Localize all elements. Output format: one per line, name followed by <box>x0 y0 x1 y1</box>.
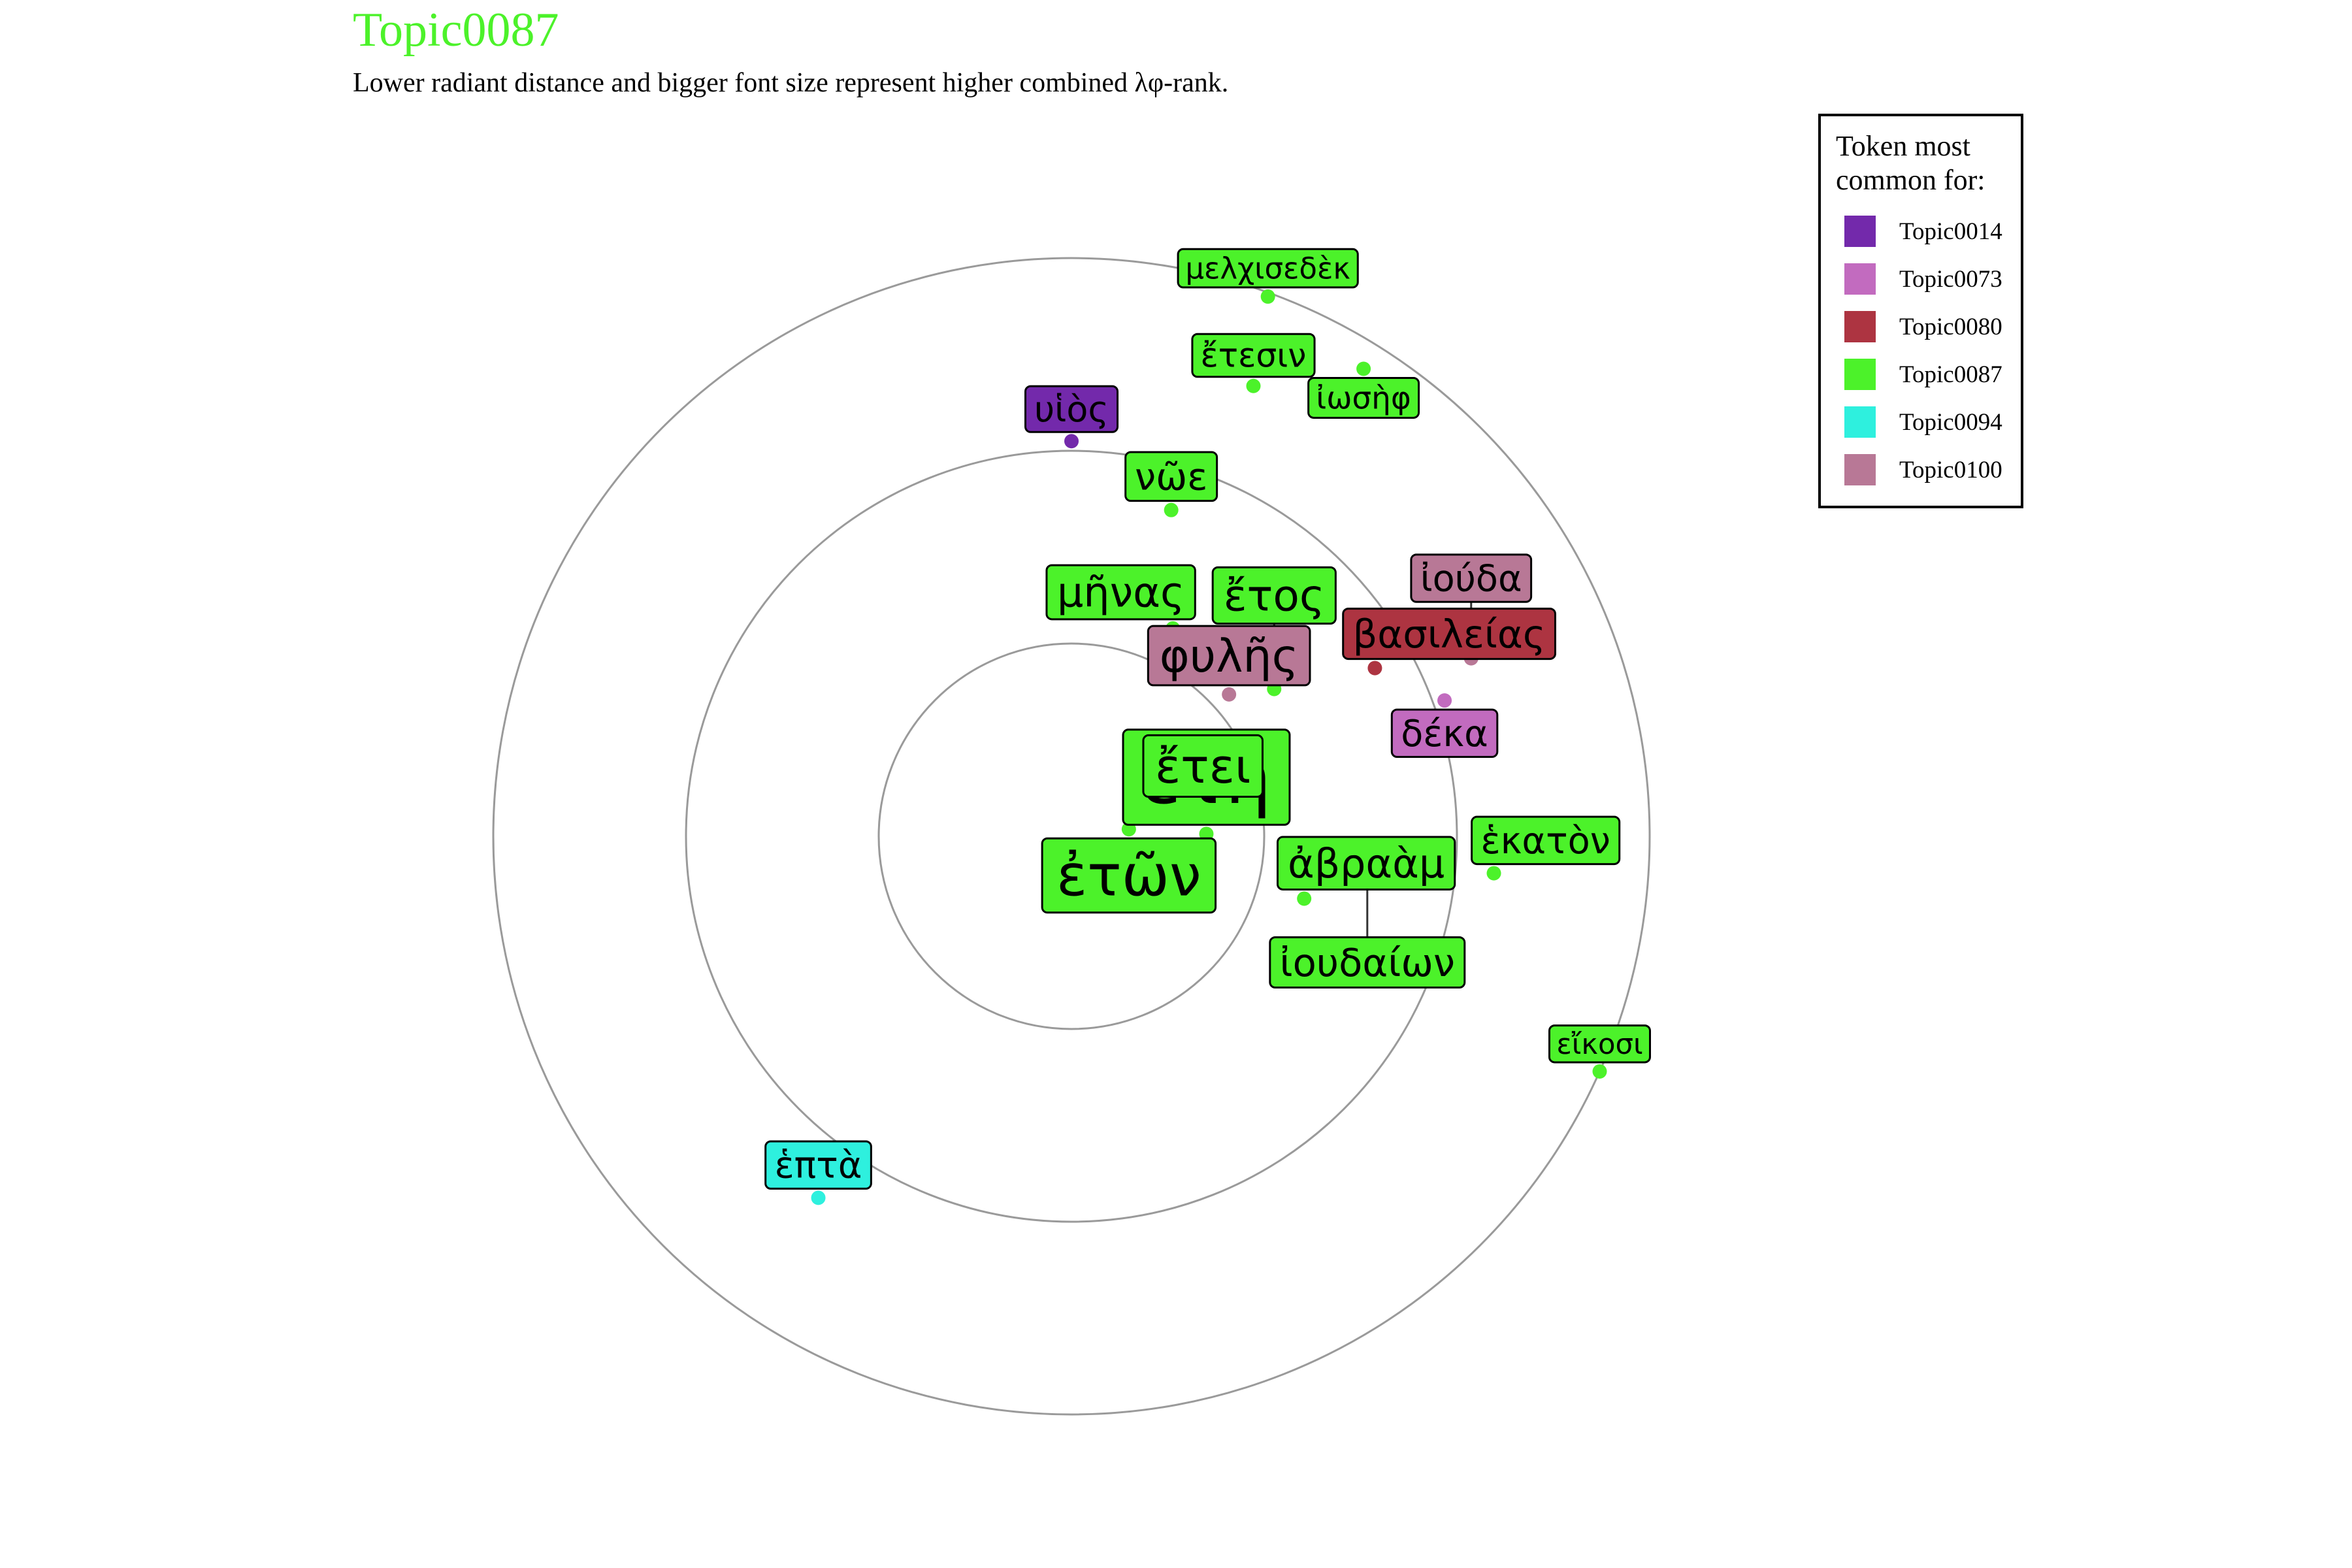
legend-label-topic0080: Topic0080 <box>1899 314 2002 340</box>
legend-title-line-2: common for: <box>1836 164 1985 196</box>
point-11 <box>1437 693 1452 708</box>
chart-title: Topic0087 <box>353 3 559 57</box>
legend-label-topic0100: Topic0100 <box>1899 457 2002 483</box>
token-label-9: βασιλείας <box>1353 612 1546 657</box>
point-19 <box>1592 1064 1607 1079</box>
chart-subtitle: Lower radiant distance and bigger font s… <box>353 68 1228 98</box>
token-label-box-4 <box>1147 625 1311 687</box>
token-label-box-10 <box>1124 451 1218 502</box>
point-14 <box>811 1190 826 1205</box>
token-label-19: εἴκοσι <box>1556 1028 1642 1061</box>
legend-swatch-topic0073 <box>1844 263 1876 295</box>
token-label-box-5 <box>1211 566 1337 625</box>
token-label-box-19 <box>1548 1024 1651 1064</box>
token-label-box-13 <box>1410 553 1533 603</box>
token-label-box-16 <box>1191 333 1316 378</box>
token-label-18: μελχισεδὲκ <box>1185 251 1350 286</box>
point-16 <box>1246 378 1261 393</box>
token-label-14: ἑπτὰ <box>775 1145 862 1187</box>
token-label-16: ἔτεσιν <box>1201 336 1307 375</box>
token-label-box-2 <box>1041 837 1217 914</box>
legend-title-line-1: Token most <box>1836 130 1970 162</box>
token-label-box-12 <box>1471 815 1621 866</box>
token-label-6: μῆνας <box>1057 568 1185 617</box>
token-label-4: φυλῆς <box>1160 630 1299 683</box>
token-label-10: νῶε <box>1135 455 1207 498</box>
legend-swatch-topic0100 <box>1844 454 1876 485</box>
radial-ring-3 <box>492 257 1651 1416</box>
token-label-box-15 <box>1024 385 1119 433</box>
legend-label-topic0014: Topic0014 <box>1899 218 2002 245</box>
token-label-3: ἔτει <box>1155 740 1250 794</box>
legend-label-topic0094: Topic0094 <box>1899 409 2002 436</box>
point-4 <box>1222 687 1237 702</box>
token-label-8: ἰουδαίων <box>1280 940 1455 985</box>
token-label-13: ἰούδα <box>1420 558 1522 600</box>
token-label-box-18 <box>1177 248 1359 289</box>
labels-layer: ἔτηἐτῶνἔτειφυλῆςἔτοςμῆναςἀβραὰμἰουδαίωνβ… <box>764 248 1651 1190</box>
token-label-11: δέκα <box>1401 713 1488 755</box>
token-label-12: ἑκατὸν <box>1481 820 1610 862</box>
token-label-box-11 <box>1390 708 1499 759</box>
radial-ring-1 <box>877 642 1266 1030</box>
point-10 <box>1164 502 1179 517</box>
legend-label-topic0087: Topic0087 <box>1899 361 2002 388</box>
token-label-box-7 <box>1277 836 1456 890</box>
point-12 <box>1486 866 1501 881</box>
point-18 <box>1260 289 1275 304</box>
token-label-15: υἱὸς <box>1034 389 1109 430</box>
token-label-17: ἰωσὴφ <box>1316 380 1411 416</box>
legend-items: Topic0014Topic0073Topic0080Topic0087Topi… <box>1844 216 2002 485</box>
token-label-box-6 <box>1045 564 1196 621</box>
point-9 <box>1367 661 1382 676</box>
legend: Token most common for: Topic0014Topic007… <box>1818 114 2023 508</box>
token-label-box-14 <box>764 1140 872 1190</box>
legend-swatch-topic0014 <box>1844 216 1876 247</box>
legend-swatch-topic0080 <box>1844 311 1876 342</box>
radial-ring-2 <box>685 449 1458 1223</box>
rings-layer <box>492 257 1651 1416</box>
point-15 <box>1064 434 1079 449</box>
token-label-5: ἔτος <box>1224 571 1325 621</box>
token-label-7: ἀβραὰμ <box>1288 840 1445 887</box>
point-17 <box>1356 361 1371 376</box>
legend-label-topic0073: Topic0073 <box>1899 266 2002 293</box>
token-label-box-9 <box>1342 608 1556 661</box>
token-label-box-17 <box>1307 377 1420 419</box>
legend-swatch-topic0087 <box>1844 359 1876 390</box>
legend-swatch-topic0094 <box>1844 406 1876 438</box>
token-label-2: ἐτῶν <box>1056 843 1201 909</box>
token-label-box-3 <box>1142 734 1264 798</box>
point-7 <box>1297 891 1312 906</box>
token-label-box-8 <box>1269 936 1466 989</box>
